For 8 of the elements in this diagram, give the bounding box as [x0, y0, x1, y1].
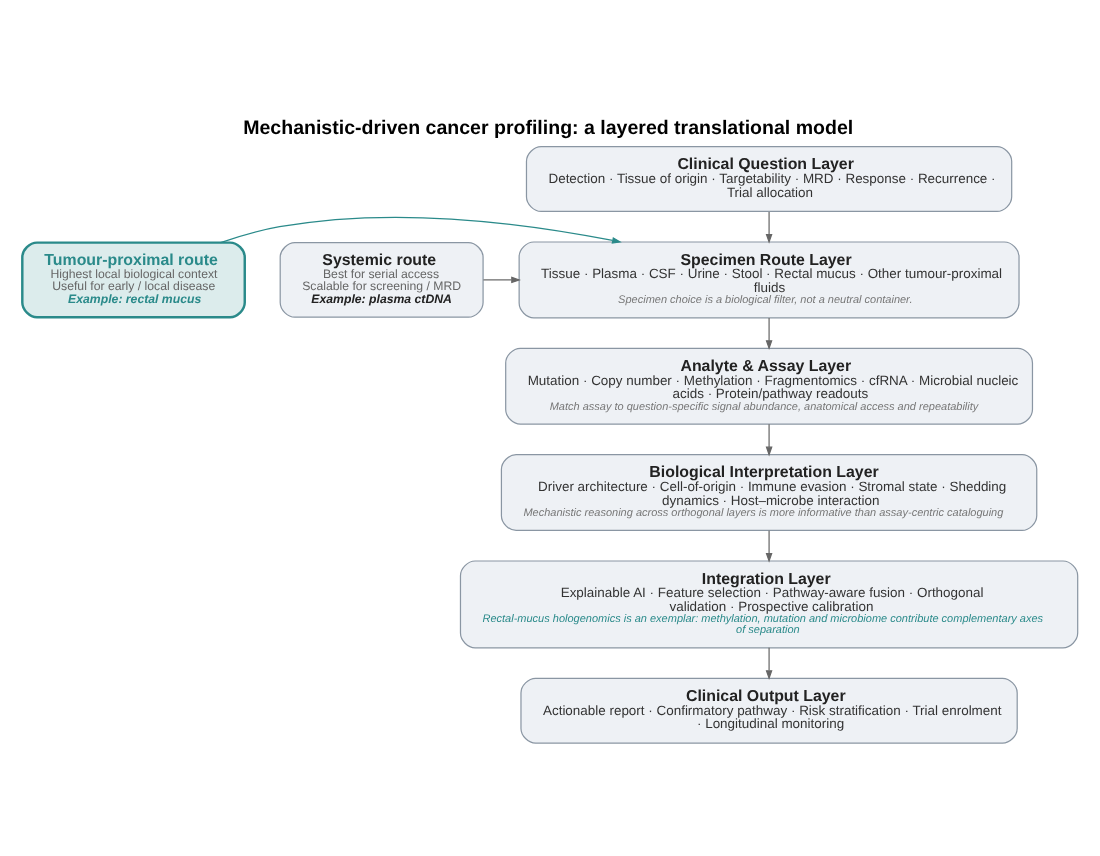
- arrow: [765, 210, 773, 243]
- arrow: [220, 215, 622, 243]
- arrow: [765, 316, 773, 350]
- arrow: [765, 529, 773, 562]
- arrow: [482, 275, 521, 283]
- diagram-title: Mechanistic-driven cancer profiling: a layered translational model: [243, 117, 854, 140]
- arrow: [765, 646, 773, 679]
- arrow: [765, 422, 773, 456]
